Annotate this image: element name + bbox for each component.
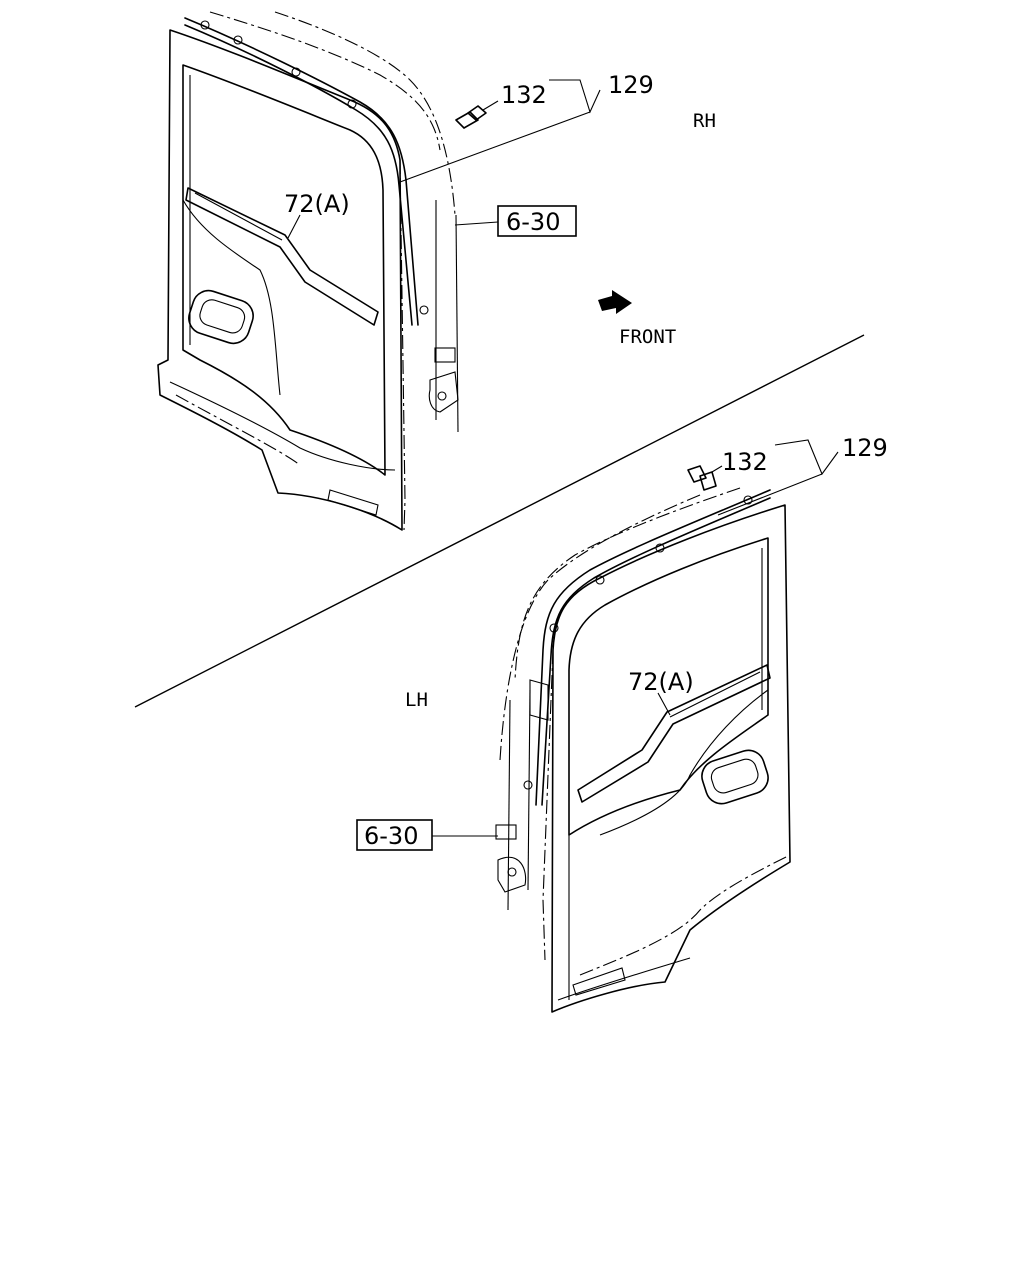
rh-door-handle [188, 289, 254, 345]
lh-door-handle [701, 749, 769, 805]
lh-label-129: 129 [842, 434, 888, 462]
rh-label-129: 129 [608, 71, 654, 99]
lh-side-label: LH [405, 689, 428, 711]
rh-side-label: RH [693, 110, 716, 132]
rh-seal-clips [200, 20, 429, 315]
rh-side-molding-72a [185, 187, 379, 326]
rh-label-72a: 72(A) [284, 190, 350, 218]
rh-ref-box[interactable] [497, 205, 577, 237]
rh-window-frame [182, 64, 386, 476]
rh-door-outer-panel [157, 29, 403, 531]
lh-ref-box[interactable] [356, 819, 433, 851]
rh-bracket-129 [549, 79, 601, 114]
rh-ref-text: 6-30 [506, 208, 560, 236]
rh-leader-129 [399, 111, 591, 183]
front-arrow-icon [598, 290, 632, 314]
lh-window-frame [568, 537, 769, 836]
rh-leader-72a [287, 214, 301, 239]
section-divider [134, 334, 865, 708]
rh-leader-ref [454, 221, 499, 226]
lh-bracket-129 [774, 439, 839, 476]
rh-label-132: 132 [501, 81, 547, 109]
front-label: FRONT [619, 326, 676, 348]
rh-weatherstrip-129 [184, 17, 419, 326]
rh-leader-132 [482, 100, 499, 111]
lh-clip-132 [687, 465, 717, 491]
rh-clip-132 [455, 105, 487, 129]
lh-leader-132 [711, 465, 723, 473]
lh-door-assembly [495, 487, 791, 1013]
lh-leader-72a [657, 692, 671, 716]
lh-side-molding-72a [577, 664, 771, 803]
lh-label-132: 132 [722, 448, 768, 476]
lh-door-outer-panel [551, 504, 791, 1013]
lh-label-72a: 72(A) [628, 668, 694, 696]
lh-seal-clips [523, 495, 753, 790]
rh-door-assembly [157, 11, 459, 531]
lh-weatherstrip-129 [535, 489, 771, 806]
lh-ref-text: 6-30 [364, 822, 418, 850]
lh-leader-129 [717, 473, 823, 516]
